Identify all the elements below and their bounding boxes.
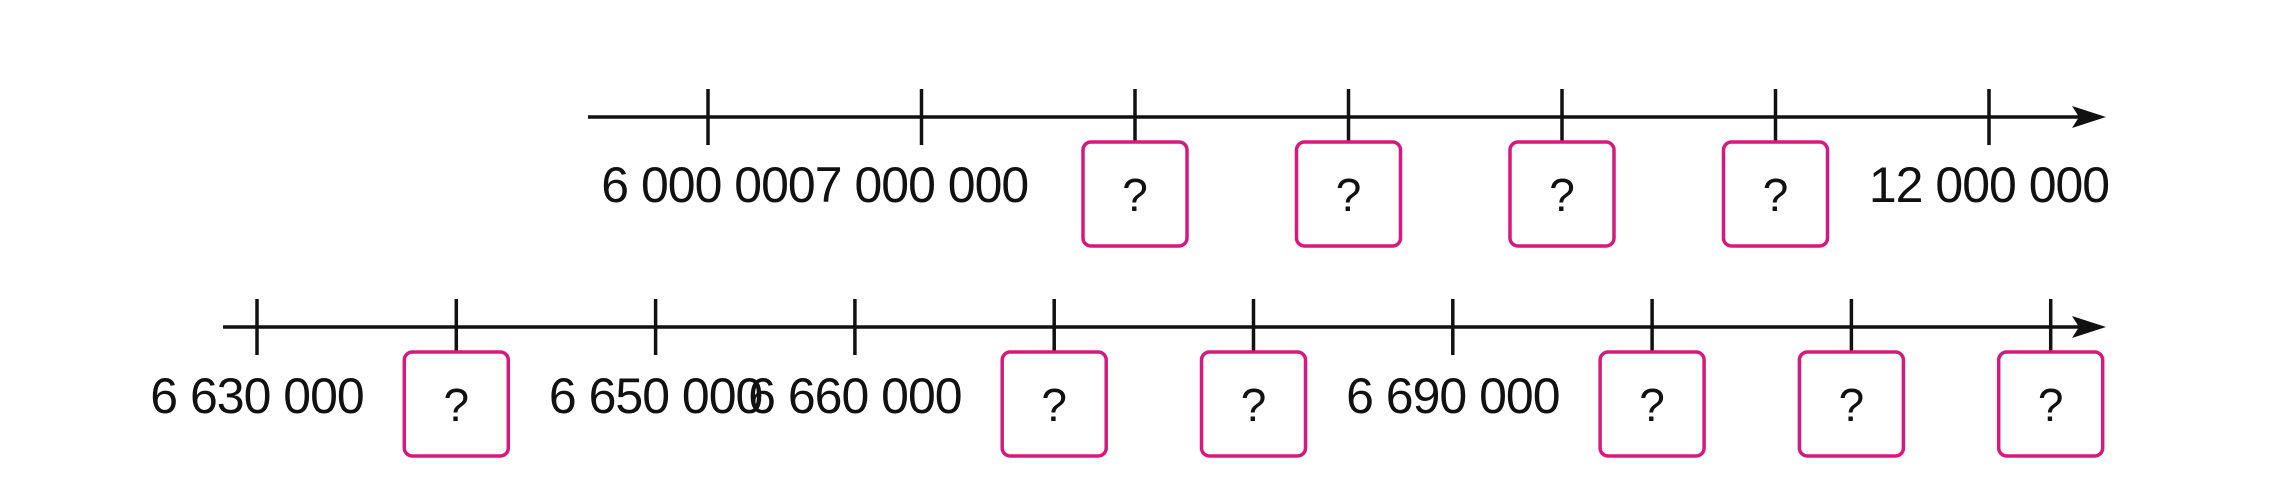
- arrow-head-icon: [2072, 316, 2106, 338]
- answer-box-question-mark: ?: [1639, 379, 1665, 431]
- answer-box-question-mark: ?: [444, 379, 470, 431]
- answer-box-question-mark: ?: [1839, 379, 1865, 431]
- answer-box[interactable]: [1598, 350, 1706, 458]
- answer-box-question-mark: ?: [1122, 169, 1148, 221]
- answer-box[interactable]: [1000, 350, 1108, 458]
- tick-label: 6 630 000: [150, 368, 363, 424]
- answer-box[interactable]: [1081, 140, 1189, 248]
- answer-box-question-mark: ?: [1241, 379, 1267, 431]
- tick-label: 6 690 000: [1346, 368, 1559, 424]
- answer-box[interactable]: [1199, 350, 1308, 458]
- tick-label: 7 000 000: [815, 157, 1028, 213]
- answer-box[interactable]: [402, 350, 511, 458]
- answer-box-question-mark: ?: [1041, 379, 1067, 431]
- answer-box[interactable]: [1797, 350, 1906, 458]
- answer-box[interactable]: [1294, 140, 1403, 248]
- answer-box-question-mark: ?: [1336, 169, 1362, 221]
- answer-box[interactable]: [1996, 350, 2105, 458]
- answer-box-question-mark: ?: [1549, 169, 1575, 221]
- tick-label: 12 000 000: [1869, 157, 2109, 213]
- answer-box[interactable]: [1721, 140, 1830, 248]
- tick-label: 6 650 000: [549, 368, 762, 424]
- tick-label: 6 660 000: [748, 368, 961, 424]
- answer-box-question-mark: ?: [1763, 169, 1789, 221]
- arrow-head-icon: [2072, 106, 2106, 128]
- answer-box[interactable]: [1508, 140, 1616, 248]
- tick-label: 6 000 000: [601, 157, 814, 213]
- answer-box-question-mark: ?: [2038, 379, 2064, 431]
